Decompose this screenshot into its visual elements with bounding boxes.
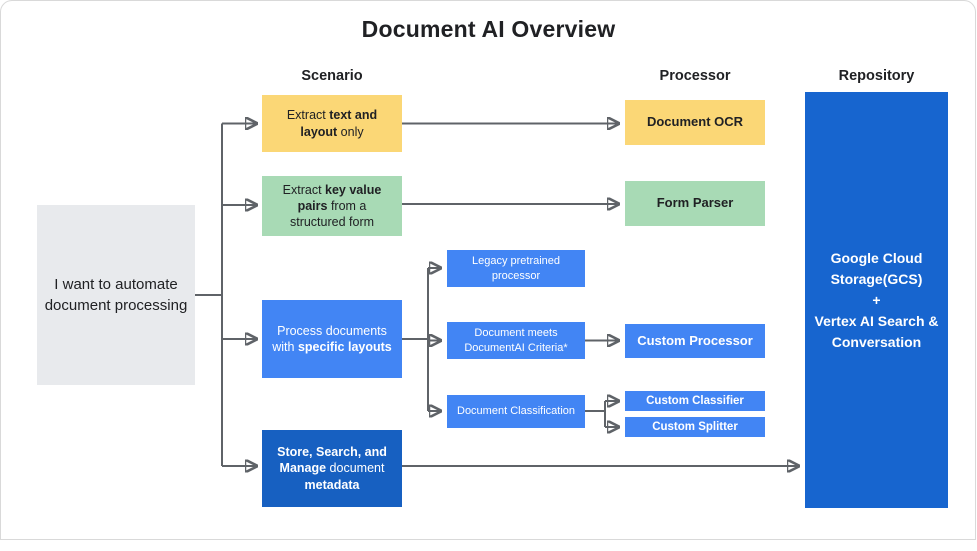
substep-document-classification: Document Classification [447, 395, 585, 428]
column-header-scenario: Scenario [301, 68, 363, 84]
processor-custom-processor: Custom Processor [625, 324, 765, 358]
repository-label: Google Cloud Storage(GCS)+Vertex AI Sear… [814, 249, 939, 350]
processor-custom-splitter: Custom Splitter [625, 417, 765, 437]
source-box: I want to automate document processing [37, 205, 195, 385]
substep-legacy-pretrained-processor: Legacy pretrained processor [447, 250, 585, 287]
processor-document-ocr: Document OCR [625, 100, 765, 145]
column-header-repository: Repository [838, 68, 915, 84]
scenario-process-specific-layouts: Process documents with specific layouts [262, 300, 402, 378]
processor-form-parser: Form Parser [625, 181, 765, 226]
column-header-processor: Processor [659, 68, 731, 84]
processor-custom-classifier: Custom Classifier [625, 391, 765, 411]
page-title: Document AI Overview [361, 16, 616, 42]
substep-documentai-criteria: Document meets DocumentAI Criteria* [447, 322, 585, 359]
repository-box: Google Cloud Storage(GCS)+Vertex AI Sear… [805, 92, 948, 508]
scenario-store-search-manage: Store, Search, and Manage document metad… [262, 430, 402, 507]
scenario-extract-text-layout: Extract text and layout only [262, 95, 402, 152]
scenario-extract-key-value: Extract key value pairs from a structure… [262, 176, 402, 236]
